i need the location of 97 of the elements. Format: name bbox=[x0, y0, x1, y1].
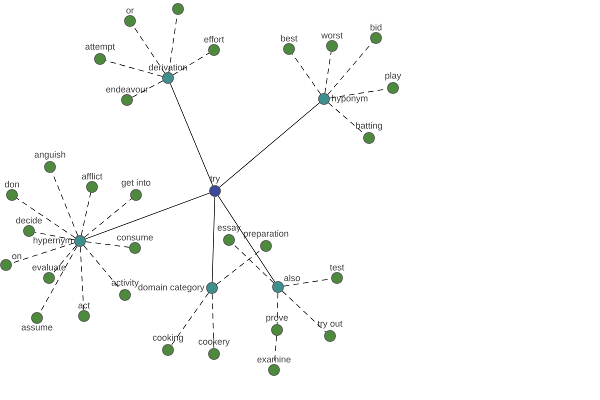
node-label: attempt bbox=[85, 44, 115, 52]
node-label: domain category bbox=[138, 284, 204, 292]
dashed-line bbox=[171, 292, 209, 346]
leaf-node bbox=[172, 3, 184, 15]
node-label: best bbox=[281, 34, 298, 42]
node-label: worst bbox=[321, 32, 343, 38]
hub-node: also bbox=[272, 274, 300, 293]
dashed-line bbox=[292, 53, 321, 95]
node-label: cooking bbox=[152, 334, 183, 342]
node-label: preparation bbox=[244, 230, 288, 238]
node-label: also bbox=[284, 274, 300, 282]
leaf-node: prove bbox=[266, 316, 288, 336]
node-label: test bbox=[330, 264, 344, 270]
connector-line bbox=[218, 196, 276, 282]
leaf-node: get into bbox=[122, 179, 150, 201]
node-label: hypernym bbox=[34, 236, 72, 246]
node-label: get into bbox=[122, 179, 150, 188]
node-label: endeavour bbox=[106, 86, 148, 92]
leaf-node: don bbox=[4, 180, 19, 201]
node-label: cookery bbox=[198, 338, 230, 346]
node-label: hyponym bbox=[332, 94, 368, 104]
node-label: assume bbox=[22, 326, 52, 330]
leaf-node: cooking bbox=[152, 334, 183, 356]
hub-node: domain category bbox=[138, 282, 218, 294]
leaf-node: evaluate bbox=[32, 264, 66, 284]
dashed-line bbox=[328, 102, 365, 135]
dashed-line bbox=[16, 198, 76, 238]
node-label: don bbox=[4, 180, 19, 188]
connector-line bbox=[85, 192, 210, 240]
leaf-node: consume bbox=[117, 236, 153, 254]
node-label: decide bbox=[16, 216, 42, 224]
node-label: batting bbox=[356, 122, 382, 130]
node-label: derivation bbox=[148, 64, 187, 70]
leaf-node: test bbox=[330, 264, 344, 284]
dashed-line bbox=[11, 242, 75, 264]
node-label: play bbox=[385, 72, 402, 80]
leaf-node: bid bbox=[370, 24, 382, 44]
dashed-line bbox=[282, 290, 326, 332]
leaf-node: attempt bbox=[85, 44, 115, 65]
leaf-node: essay bbox=[218, 226, 241, 246]
dashed-line bbox=[52, 245, 77, 274]
leaf-node: best bbox=[281, 34, 298, 55]
node-label: on bbox=[12, 254, 22, 260]
dashed-line bbox=[132, 26, 166, 74]
leaf-node: activity bbox=[112, 279, 139, 301]
leaf-node: try out bbox=[318, 320, 342, 342]
leaf-node: worst bbox=[321, 32, 343, 52]
leaf-node: decide bbox=[16, 216, 42, 237]
node-label: consume bbox=[117, 236, 153, 240]
hub-node: hyponym bbox=[318, 93, 368, 105]
connector-line bbox=[212, 196, 216, 282]
leaf-node: play bbox=[385, 72, 402, 94]
dashed-line bbox=[276, 292, 278, 324]
dashed-line bbox=[212, 294, 214, 348]
dashed-line bbox=[324, 51, 332, 94]
leaf-node: or bbox=[124, 8, 136, 27]
dashed-line bbox=[327, 42, 373, 95]
dashed-line bbox=[172, 52, 210, 76]
leaf-node: examine bbox=[257, 356, 291, 376]
dashed-line bbox=[83, 245, 122, 291]
node-label: prove bbox=[266, 316, 288, 322]
node-label: try out bbox=[318, 320, 342, 328]
dashed-line bbox=[216, 249, 262, 285]
node-label: evaluate bbox=[32, 264, 66, 270]
dashed-line bbox=[80, 192, 92, 236]
leaf-node: assume bbox=[22, 312, 52, 330]
hub-node: hypernym bbox=[34, 235, 86, 247]
node-label: essay bbox=[218, 226, 241, 232]
leaf-node: batting bbox=[356, 122, 382, 144]
node-label: afflict bbox=[82, 172, 102, 180]
dashed-line bbox=[105, 60, 163, 77]
node-label: examine bbox=[257, 356, 291, 362]
node-label: act bbox=[78, 302, 90, 308]
dashed-line bbox=[34, 232, 75, 240]
leaf-node: effort bbox=[204, 36, 224, 56]
dashed-line bbox=[132, 80, 164, 98]
node-label: or bbox=[126, 8, 134, 14]
dashed-line bbox=[85, 241, 130, 248]
leaf-node: afflict bbox=[82, 172, 102, 193]
leaf-node: cookery bbox=[198, 338, 230, 360]
leaf-node: act bbox=[78, 302, 90, 322]
node-label: effort bbox=[204, 36, 224, 42]
dashed-line bbox=[232, 244, 274, 284]
node-label: bid bbox=[370, 24, 382, 30]
connector-line bbox=[170, 83, 214, 186]
connector-line bbox=[219, 102, 320, 188]
hub-node: derivation bbox=[148, 64, 187, 84]
node-label: activity bbox=[112, 279, 139, 288]
leaf-node: anguish bbox=[34, 151, 66, 173]
root-node: try bbox=[209, 176, 221, 197]
leaf-node: on bbox=[0, 254, 22, 271]
dashed-line bbox=[80, 246, 84, 311]
node-label: anguish bbox=[34, 151, 66, 160]
node-label: try bbox=[210, 176, 220, 184]
leaf-node: preparation bbox=[244, 230, 288, 252]
leaf-node: endeavour bbox=[106, 86, 148, 106]
dashed-line bbox=[84, 198, 132, 238]
